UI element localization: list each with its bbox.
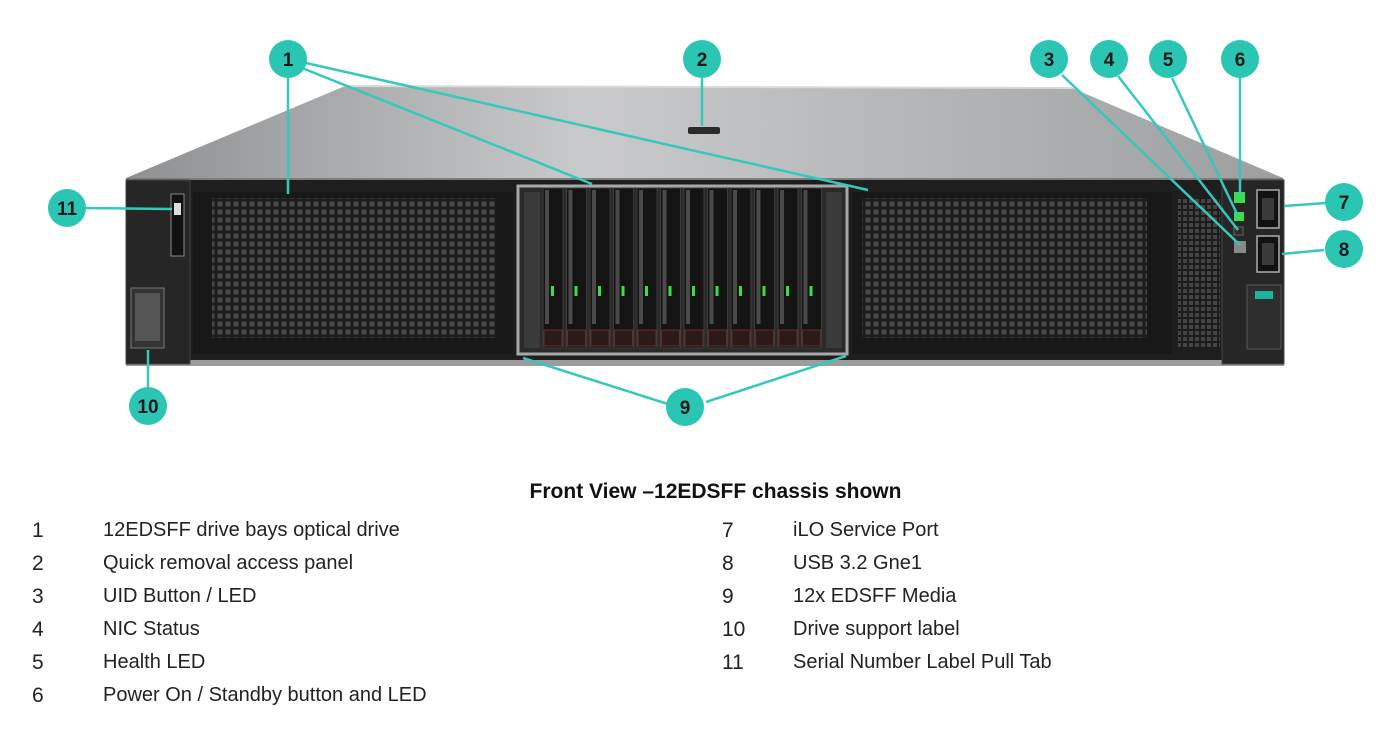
legend-number: 1: [32, 518, 44, 542]
drive-status-led: [574, 286, 578, 296]
legend-left-column: 1 12EDSFF drive bays optical drive 2 Quick…: [32, 514, 427, 712]
legend-number: 2: [32, 551, 44, 575]
legend-item: 1 12EDSFF drive bays optical drive: [32, 514, 427, 547]
legend-item: 2 Quick removal access panel: [32, 547, 427, 580]
legend-item: 5 Health LED: [32, 646, 427, 679]
drive-status-led: [551, 286, 554, 296]
legend-label: Quick removal access panel: [103, 552, 354, 574]
legend-item: 4 NIC Status: [32, 613, 427, 646]
drive-status-led: [809, 286, 813, 296]
drive-status-led: [621, 286, 625, 296]
callout-number: 8: [1339, 240, 1350, 261]
callout-11: 11: [48, 189, 86, 227]
legend-item: 6 Power On / Standby button and LED: [32, 679, 427, 712]
legend-item: 10 Drive support label: [722, 613, 1052, 646]
callout-8: 8: [1325, 230, 1363, 268]
callout-6: 6: [1221, 40, 1259, 78]
callout-number: 7: [1339, 193, 1350, 214]
legend-label: Serial Number Label Pull Tab: [793, 651, 1052, 673]
power-button-led: [1234, 192, 1245, 203]
uid-button: [1234, 241, 1246, 253]
callout-7: 7: [1325, 183, 1363, 221]
edsff-drive-bay: [730, 187, 752, 349]
leader-lines: [84, 61, 1327, 406]
callout-5: 5: [1149, 40, 1187, 78]
legend-number: 6: [32, 683, 44, 707]
edsff-drive-bay: [636, 187, 658, 349]
drive-status-led: [762, 286, 766, 296]
callout-2: 2: [683, 40, 721, 78]
callout-1: 1: [269, 40, 307, 78]
drive-status-led: [715, 286, 719, 296]
callout-number: 5: [1163, 50, 1174, 71]
legend-number: 5: [32, 650, 44, 674]
legend-number: 4: [32, 617, 44, 641]
edsff-drive-bay: [542, 187, 564, 349]
drive-status-led: [645, 286, 648, 296]
drive-status-led: [598, 286, 601, 296]
server-front-diagram: 1 2 3 4 5 6 7 8 9 10 11: [48, 40, 1363, 426]
legend-number: 9: [722, 584, 734, 608]
edsff-drive-bay: [754, 187, 775, 349]
callout-number: 9: [680, 398, 691, 419]
access-panel-latch: [688, 127, 720, 134]
edsff-drive-bay: [589, 187, 611, 349]
legend-item: 3 UID Button / LED: [32, 580, 427, 613]
figure-caption: Front View –12EDSFF chassis shown: [529, 480, 902, 503]
drive-status-led: [668, 286, 672, 296]
legend-number: 8: [722, 551, 734, 575]
drive-status-led: [786, 286, 789, 296]
drive-status-led: [739, 286, 742, 296]
legend-label: 12EDSFF drive bays optical drive: [103, 519, 400, 541]
legend-label: Power On / Standby button and LED: [103, 684, 427, 706]
legend-label: Drive support label: [793, 618, 960, 640]
legend-label: NIC Status: [103, 618, 200, 640]
legend-item: 8 USB 3.2 Gne1: [722, 547, 1052, 580]
edsff-drive-bay: [613, 187, 634, 349]
callout-number: 4: [1104, 50, 1115, 71]
callout-3: 3: [1030, 40, 1068, 78]
legend-right-column: 7 iLO Service Port 8 USB 3.2 Gne1 9 12x EDS…: [722, 514, 1052, 679]
edsff-drive-bay: [801, 187, 822, 349]
legend-item: 11 Serial Number Label Pull Tab: [722, 646, 1052, 679]
edsff-drive-bay: [707, 187, 728, 349]
legend-label: UID Button / LED: [103, 585, 257, 607]
edsff-drive-bay: [566, 187, 587, 349]
callout-9: 9: [666, 388, 704, 426]
legend-number: 11: [722, 650, 744, 674]
legend-number: 7: [722, 518, 734, 542]
legend-label: Health LED: [103, 651, 206, 673]
legend-label: USB 3.2 Gne1: [793, 552, 922, 574]
legend-item: 9 12x EDSFF Media: [722, 580, 1052, 613]
legend-number: 10: [722, 617, 746, 641]
callout-number: 1: [283, 50, 294, 71]
callout-10: 10: [129, 387, 167, 425]
callout-number: 3: [1044, 50, 1055, 71]
legend-label: 12x EDSFF Media: [793, 585, 957, 607]
legend-item: 7 iLO Service Port: [722, 514, 1052, 547]
edsff-drive-bay: [660, 187, 681, 349]
edsff-drive-bay: [683, 187, 705, 349]
health-led: [1234, 212, 1244, 221]
callout-number: 2: [697, 50, 708, 71]
legend-number: 3: [32, 584, 44, 608]
drive-status-led: [692, 286, 695, 296]
callout-number: 6: [1235, 50, 1246, 71]
edsff-drive-bay: [777, 187, 799, 349]
callout-number: 10: [137, 397, 158, 418]
legend-label: iLO Service Port: [793, 519, 939, 541]
callout-number: 11: [57, 199, 78, 220]
nic-status-led: [1233, 226, 1244, 236]
callout-4: 4: [1090, 40, 1128, 78]
